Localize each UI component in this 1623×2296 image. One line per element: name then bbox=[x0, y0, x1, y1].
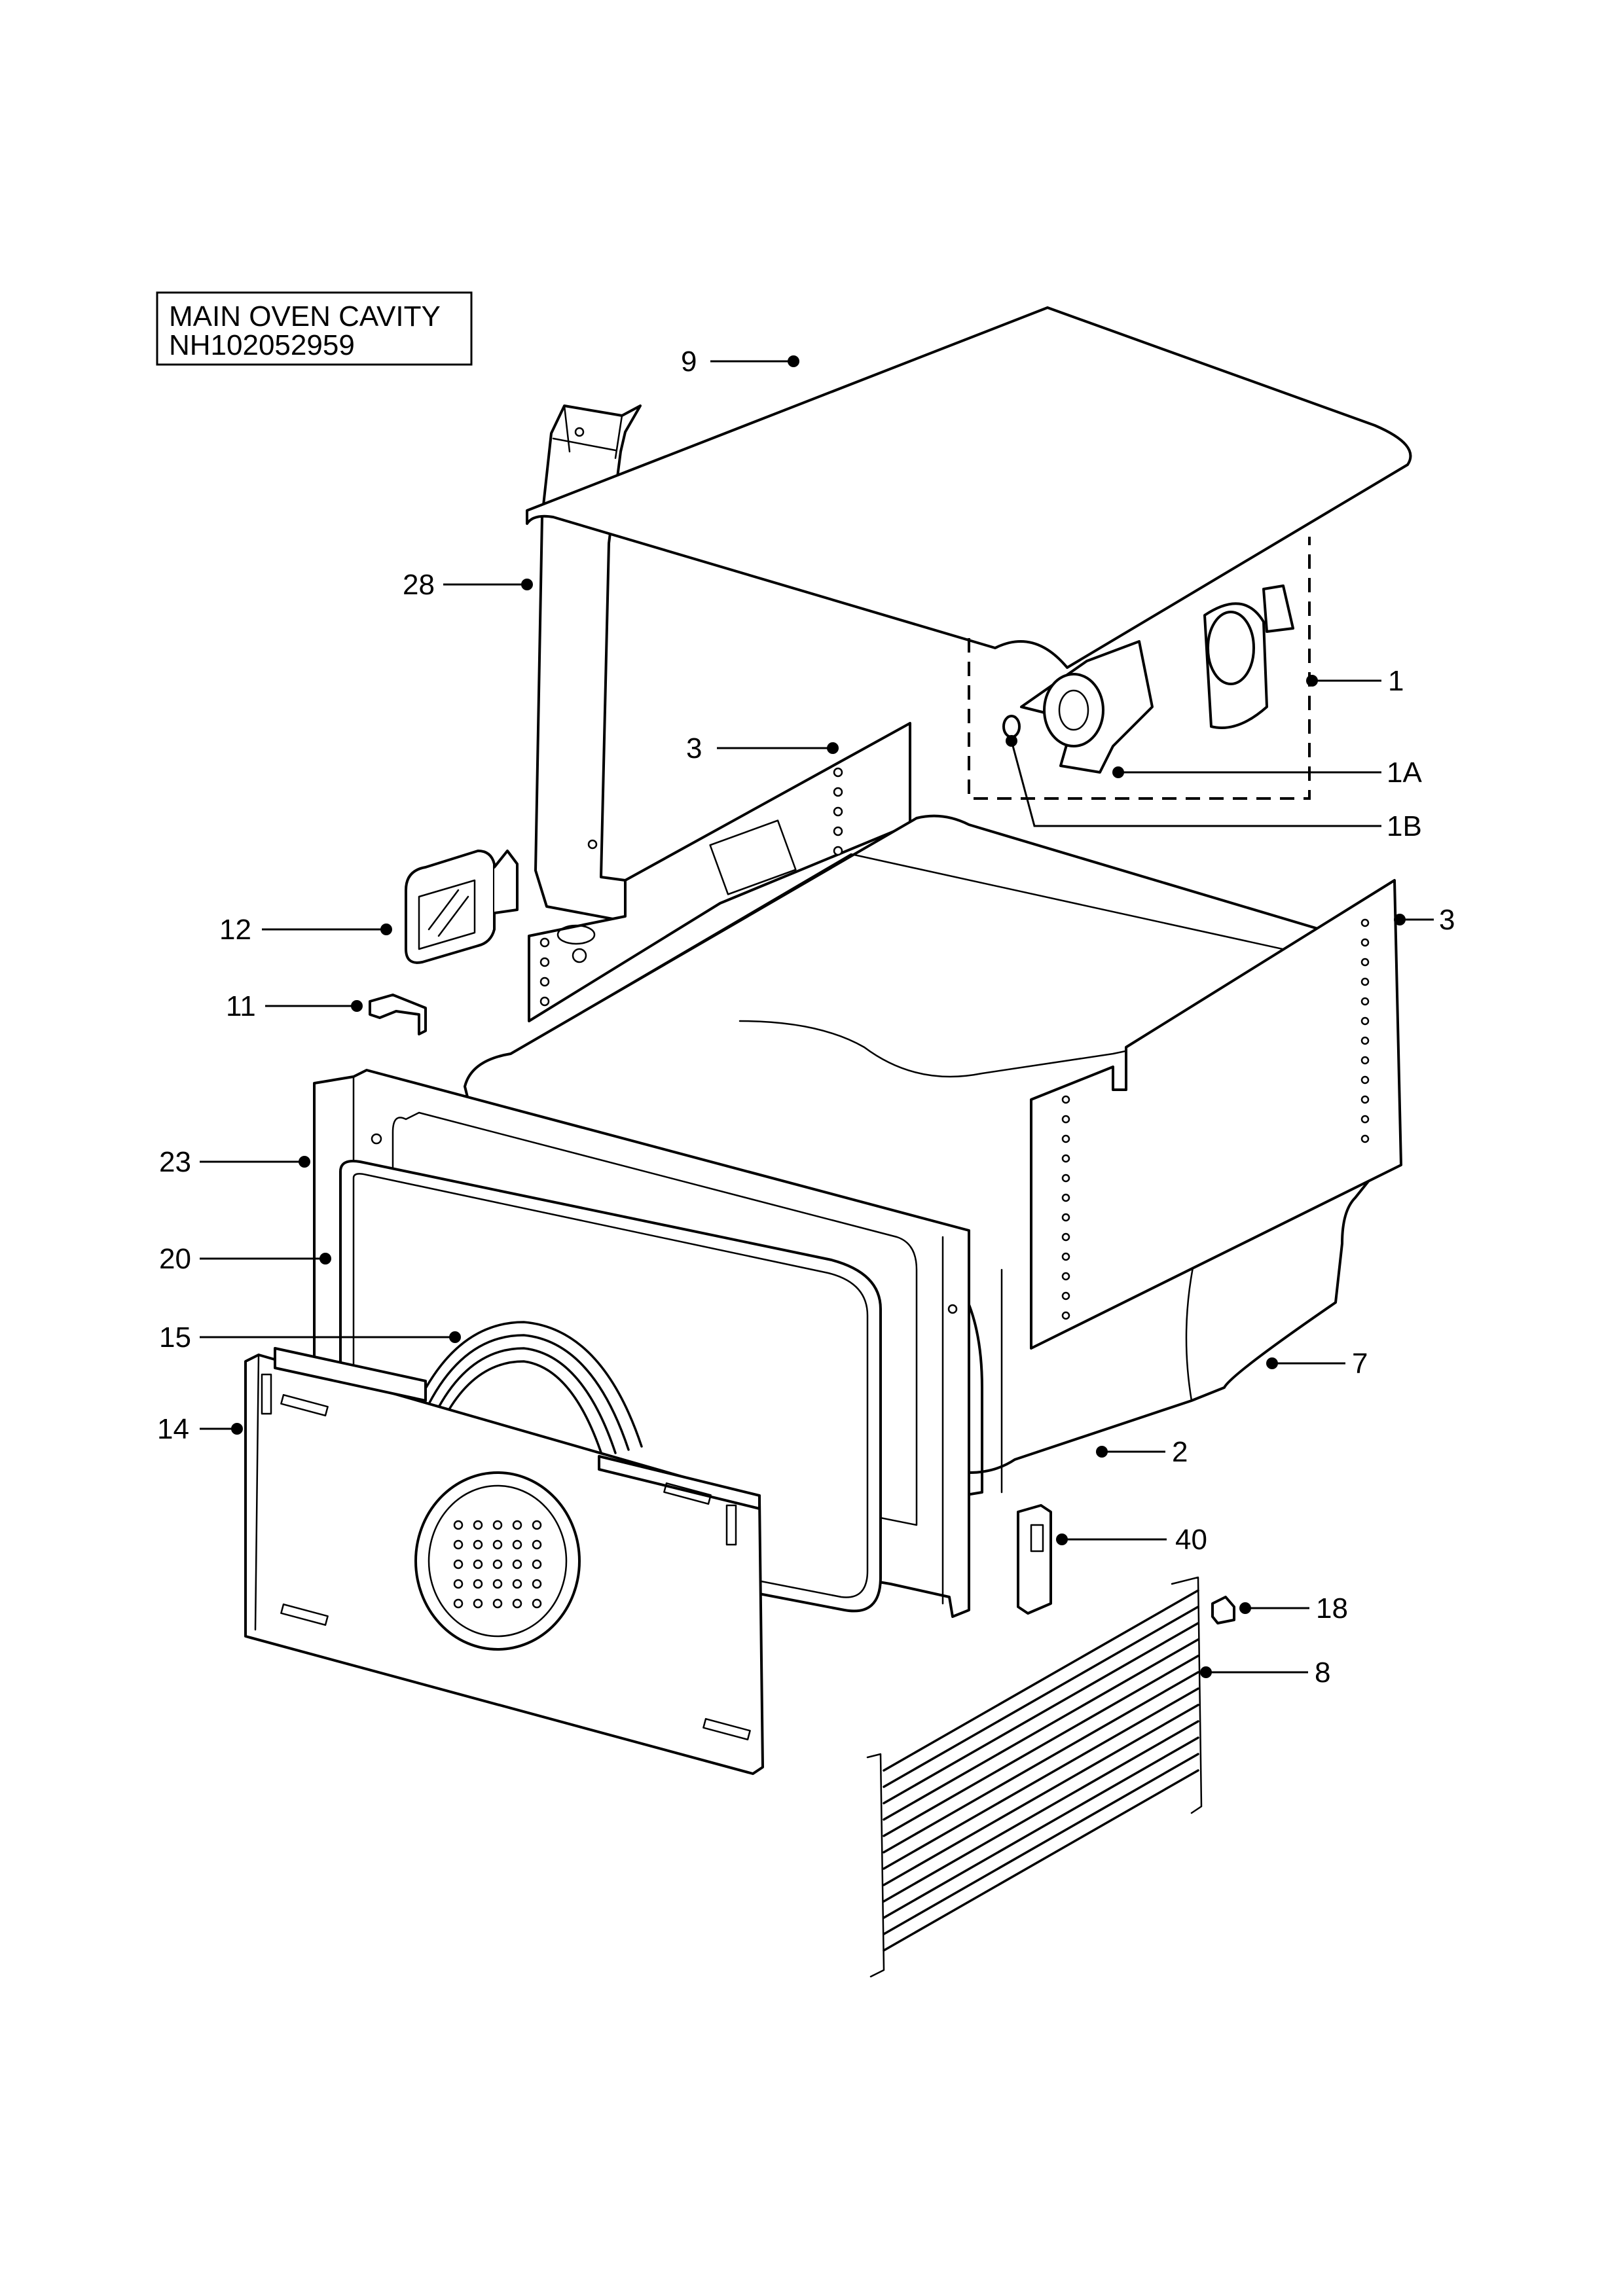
callout-23: 23 bbox=[159, 1146, 310, 1178]
part-14-door-panel bbox=[244, 1347, 764, 1775]
callout-28: 28 bbox=[403, 569, 533, 601]
callout-14-label: 14 bbox=[157, 1413, 189, 1445]
callout-12: 12 bbox=[219, 914, 392, 946]
callout-28-label: 28 bbox=[403, 569, 435, 601]
part-3-right-rail bbox=[1030, 879, 1402, 1350]
title-line-2: NH102052959 bbox=[169, 329, 355, 361]
part-12-lamp-housing bbox=[405, 850, 519, 964]
part-28-side-bracket bbox=[534, 404, 642, 924]
callout-9: 9 bbox=[681, 346, 799, 378]
callout-14: 14 bbox=[157, 1413, 243, 1445]
callout-1: 1 bbox=[1306, 665, 1404, 697]
part-9-top-cover bbox=[526, 306, 1412, 669]
callout-12-label: 12 bbox=[219, 914, 251, 946]
callout-1b-label: 1B bbox=[1387, 810, 1422, 842]
callout-2-label: 2 bbox=[1172, 1436, 1188, 1468]
part-40-switch bbox=[1017, 1504, 1052, 1615]
callout-40: 40 bbox=[1056, 1524, 1207, 1556]
callout-20: 20 bbox=[159, 1243, 331, 1275]
part-11-clip bbox=[369, 994, 427, 1035]
part-18-clip bbox=[1211, 1596, 1235, 1624]
callout-15-label: 15 bbox=[159, 1321, 191, 1354]
callout-7-label: 7 bbox=[1352, 1348, 1368, 1380]
callouts: 9 28 1 3 1A 1B 12 bbox=[157, 346, 1455, 1689]
callout-7: 7 bbox=[1266, 1348, 1368, 1380]
callout-18-label: 18 bbox=[1316, 1592, 1348, 1624]
callout-1a-label: 1A bbox=[1387, 757, 1422, 789]
callout-8-label: 8 bbox=[1315, 1657, 1330, 1689]
callout-23-label: 23 bbox=[159, 1146, 191, 1178]
part-8-shelf-runner bbox=[866, 1576, 1203, 1978]
callout-11-label: 11 bbox=[226, 990, 256, 1022]
title-line-1: MAIN OVEN CAVITY bbox=[169, 300, 441, 332]
callout-3-lower-label: 3 bbox=[1439, 904, 1455, 936]
callout-2: 2 bbox=[1096, 1436, 1188, 1468]
callout-20-label: 20 bbox=[159, 1243, 191, 1275]
part-1-fan-motor bbox=[968, 537, 1311, 800]
callout-1b: 1B bbox=[1006, 735, 1422, 842]
callout-18: 18 bbox=[1239, 1592, 1348, 1624]
callout-1-label: 1 bbox=[1388, 665, 1404, 697]
callout-3-upper: 3 bbox=[686, 732, 839, 764]
part-3-left-rail bbox=[528, 722, 911, 1022]
callout-40-label: 40 bbox=[1175, 1524, 1207, 1556]
callout-3-upper-label: 3 bbox=[686, 732, 702, 764]
callout-1a: 1A bbox=[1112, 757, 1422, 789]
callout-11: 11 bbox=[226, 990, 363, 1022]
part-15-wiring bbox=[418, 1321, 643, 1458]
callout-15: 15 bbox=[159, 1321, 461, 1354]
title-block: MAIN OVEN CAVITY NH102052959 bbox=[156, 291, 473, 366]
callout-8: 8 bbox=[1200, 1657, 1330, 1689]
callout-3-lower: 3 bbox=[1394, 904, 1455, 936]
callout-9-label: 9 bbox=[681, 346, 697, 378]
